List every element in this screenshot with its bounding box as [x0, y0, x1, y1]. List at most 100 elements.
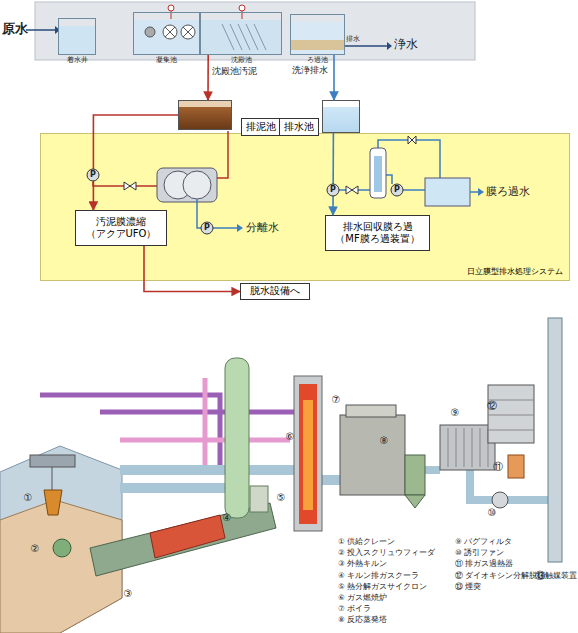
legend-item: ⑪ 排ガス過熱器 [455, 560, 513, 568]
flow-line [333, 55, 335, 100]
tank: ろ過池 [290, 14, 345, 55]
tank: 着水井 [58, 18, 96, 55]
crane [30, 455, 75, 467]
flame [299, 384, 317, 524]
settler-plates [222, 24, 266, 50]
callout-number: ⑨ [451, 407, 460, 418]
catalyst-layers [488, 400, 534, 430]
legend-item: ⑫ ダイオキシン分解脱硝触媒装置 [455, 572, 577, 580]
tank-label: ろ過池 [307, 55, 328, 65]
legend-item: ⑧ 反応蒸発塔 [338, 616, 387, 624]
tank-label: 凝集池 [156, 55, 177, 65]
callout-number: ⑤ [277, 492, 286, 503]
process-box: 排水回収膜ろ過 （MF膜ろ過装置） [325, 215, 430, 251]
water [134, 20, 199, 54]
water [291, 22, 344, 54]
stack [548, 318, 562, 562]
screw-feeder [53, 539, 71, 557]
heater [508, 455, 524, 478]
reactor [405, 455, 425, 495]
edge-label: 沈殿池汚泥 [212, 67, 257, 77]
tank: 沈殿池 [200, 12, 282, 55]
legend-item: ④ キルン排ガスクーラ [338, 572, 419, 580]
box-label: 脱水設備へ [250, 285, 300, 298]
text-label: 排水 [346, 36, 360, 44]
crane-cable [52, 467, 53, 490]
filter-layer [291, 40, 344, 50]
legend-item: ⑬ 煙突 [455, 583, 481, 591]
outflow-arrow [345, 45, 388, 47]
legend-item: ⑥ ガス燃焼炉 [338, 594, 387, 602]
bag-filter [440, 425, 495, 470]
text-label: P [330, 186, 336, 195]
tank-label: 沈殿池 [231, 55, 252, 65]
instrument-symbol [239, 5, 245, 11]
catalyst-unit [488, 385, 534, 443]
legend-item: ⑤ 熱分解ガスサイクロン [338, 583, 427, 591]
text-label: P [394, 186, 400, 195]
arrow-head [387, 42, 392, 50]
band-title: 日立膜型排水処理システム [467, 267, 563, 277]
system-band: 日立膜型排水処理システム 汚泥膜濃縮 （アクアUFO） 排水回収膜ろ過 （MF膜ろ過… [40, 133, 570, 281]
callout-number: ⑪ [493, 461, 503, 472]
box-label: 排水回収膜ろ過 （MF膜ろ過装置） [326, 221, 429, 246]
instrument-symbol [168, 5, 174, 11]
duct [405, 470, 548, 500]
pipe [120, 378, 290, 470]
kiln-heater [150, 515, 225, 558]
legend-item: ⑩ 誘引ファン [455, 549, 504, 557]
callout-number: ⑦ [332, 394, 341, 405]
callout-number: ① [24, 492, 33, 503]
text-label: 分離水 [246, 222, 279, 234]
legend-item: ③ 外熱キルン [338, 560, 387, 568]
mixer-symbol [165, 27, 175, 37]
mixer-symbol [181, 25, 195, 39]
fan [492, 492, 508, 508]
legend-item: ⑨ バグフィルタ [455, 538, 512, 546]
mixer-symbol [183, 27, 193, 37]
process-box: 汚泥膜濃縮 （アクアUFO） [75, 210, 167, 246]
bag-filter-slats [448, 428, 488, 467]
tank-label: 着水井 [67, 55, 88, 65]
cyclone [250, 486, 268, 512]
boiler [340, 415, 405, 495]
drain-pit: 排水池 [322, 100, 360, 133]
pit-label: 排水池 [279, 118, 319, 136]
tank: 凝集池 [133, 12, 200, 55]
mixer-symbol [163, 25, 177, 39]
callout-number: ⑫ [487, 400, 497, 411]
legend-item: ⑦ ボイラ [338, 605, 371, 613]
kiln [90, 503, 276, 576]
building [0, 446, 122, 633]
grab-bucket [44, 490, 62, 515]
box-label: 汚泥膜濃縮 （アクアUFO） [76, 216, 166, 241]
flow-line [207, 55, 209, 100]
mixer-symbol [145, 27, 155, 37]
destination-box: 脱水設備へ [240, 283, 310, 300]
pipe [100, 410, 300, 415]
callout-number: ⑧ [380, 435, 389, 446]
text-label: P [90, 171, 96, 180]
legend-item: ② 投入スクリュウフィーダ [338, 549, 435, 557]
water [59, 26, 95, 54]
callout-number: ④ [223, 512, 232, 523]
text-label: P [204, 224, 210, 233]
tower [225, 358, 249, 518]
text-label: 膜ろ過水 [486, 186, 530, 198]
callout-number: ③ [124, 588, 133, 599]
callout-number: ② [31, 543, 40, 554]
callout-number: ⑥ [286, 431, 295, 442]
reactor-cone [405, 495, 425, 508]
boiler-top [346, 405, 396, 417]
inflow-arrow [26, 29, 56, 31]
plant-band [35, 2, 475, 60]
text-label: 浄水 [394, 38, 418, 51]
pipe [40, 395, 220, 470]
pit-label: 排泥池 [241, 118, 281, 136]
furnace [294, 376, 322, 531]
edge-label: 洗浄排水 [292, 66, 328, 76]
legend-item: ① 供給クレーン [338, 538, 395, 546]
flame [303, 400, 313, 510]
water [201, 20, 281, 54]
